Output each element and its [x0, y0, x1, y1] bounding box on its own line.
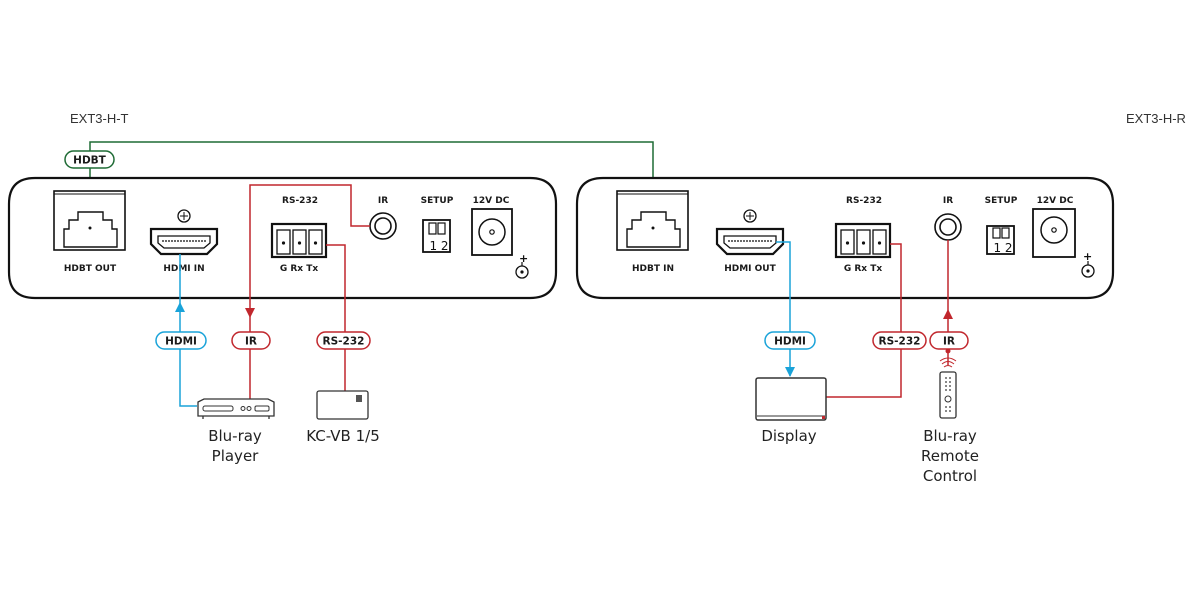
svg-text:HDBT IN: HDBT IN — [632, 264, 674, 274]
tx-hdmi-cable — [175, 254, 197, 407]
rs232-port: RS-232 G Rx Tx — [834, 196, 892, 274]
svg-text:IR: IR — [943, 336, 955, 348]
svg-text:1 2: 1 2 — [993, 241, 1012, 255]
svg-text:12V DC: 12V DC — [1037, 196, 1074, 206]
hdbt-out-port: HDBT OUT — [53, 190, 126, 274]
display-label: Display — [761, 427, 816, 445]
svg-text:HDMI: HDMI — [774, 336, 806, 348]
ir-port: IR — [369, 196, 397, 240]
tx-ir-cable — [245, 184, 370, 400]
svg-text:HDMI OUT: HDMI OUT — [724, 264, 776, 274]
svg-text:+: + — [1083, 250, 1092, 263]
svg-text:IR: IR — [245, 336, 257, 348]
svg-text:HDBT: HDBT — [73, 155, 107, 167]
hdmi-out-port: HDMI OUT — [715, 209, 785, 274]
setup-dip-switch: SETUP 1 2 — [421, 196, 454, 253]
kcvb-label: KC-VB 1/5 — [306, 427, 379, 445]
svg-text:SETUP: SETUP — [985, 196, 1018, 206]
svg-text:RS-232: RS-232 — [282, 196, 318, 206]
rx-ir-tag: IR — [929, 331, 969, 350]
ir-port: IR — [934, 196, 962, 241]
power-port: 12V DC + — [1032, 196, 1095, 278]
svg-text:HDMI: HDMI — [165, 336, 197, 348]
kcvb-device-icon — [316, 390, 369, 420]
svg-text:+: + — [519, 252, 528, 265]
tx-hdmi-tag: HDMI — [155, 331, 207, 350]
rx-hdmi-tag: HDMI — [764, 331, 816, 350]
display-icon — [755, 377, 827, 421]
receiver-device: HDBT IN HDMI OUT RS-232 G Rx Tx IR — [575, 176, 1115, 300]
remote-label-2: Remote — [921, 447, 979, 465]
power-port: 12V DC + — [471, 196, 529, 279]
rs232-port: RS-232 G Rx Tx — [270, 196, 328, 274]
transmitter-title: EXT3-H-T — [70, 111, 129, 126]
svg-text:HDMI IN: HDMI IN — [163, 264, 204, 274]
remote-control-icon — [939, 357, 957, 419]
svg-text:SETUP: SETUP — [421, 196, 454, 206]
tx-rs232-tag: RS-232 — [316, 331, 371, 350]
svg-text:RS-232: RS-232 — [323, 336, 365, 348]
receiver-title: EXT3-H-R — [1126, 111, 1186, 126]
svg-text:HDBT OUT: HDBT OUT — [64, 264, 117, 274]
svg-text:RS-232: RS-232 — [846, 196, 882, 206]
svg-text:RS-232: RS-232 — [879, 336, 921, 348]
svg-text:IR: IR — [943, 196, 953, 206]
hdbt-tag: HDBT — [64, 150, 115, 169]
svg-text:1 2: 1 2 — [429, 239, 448, 253]
bluray-player-icon — [197, 398, 275, 419]
svg-text:G Rx Tx: G Rx Tx — [280, 264, 319, 274]
transmitter-device: HDBT OUT HDMI IN RS-232 G Rx Tx IR — [7, 176, 558, 300]
bluray-player-label-2: Player — [212, 447, 260, 465]
remote-label-1: Blu-ray — [923, 427, 977, 445]
svg-text:G Rx Tx: G Rx Tx — [844, 264, 883, 274]
rx-rs232-tag: RS-232 — [872, 331, 927, 350]
tx-ir-tag: IR — [231, 331, 271, 350]
setup-dip-switch: SETUP 1 2 — [985, 196, 1018, 255]
remote-label-3: Control — [923, 467, 977, 485]
svg-text:IR: IR — [378, 196, 388, 206]
hdbt-in-port: HDBT IN — [616, 190, 689, 274]
hdmi-in-port: HDMI IN — [149, 209, 219, 274]
svg-text:12V DC: 12V DC — [473, 196, 510, 206]
rx-rs232-cable — [826, 243, 902, 398]
bluray-player-label-1: Blu-ray — [208, 427, 262, 445]
